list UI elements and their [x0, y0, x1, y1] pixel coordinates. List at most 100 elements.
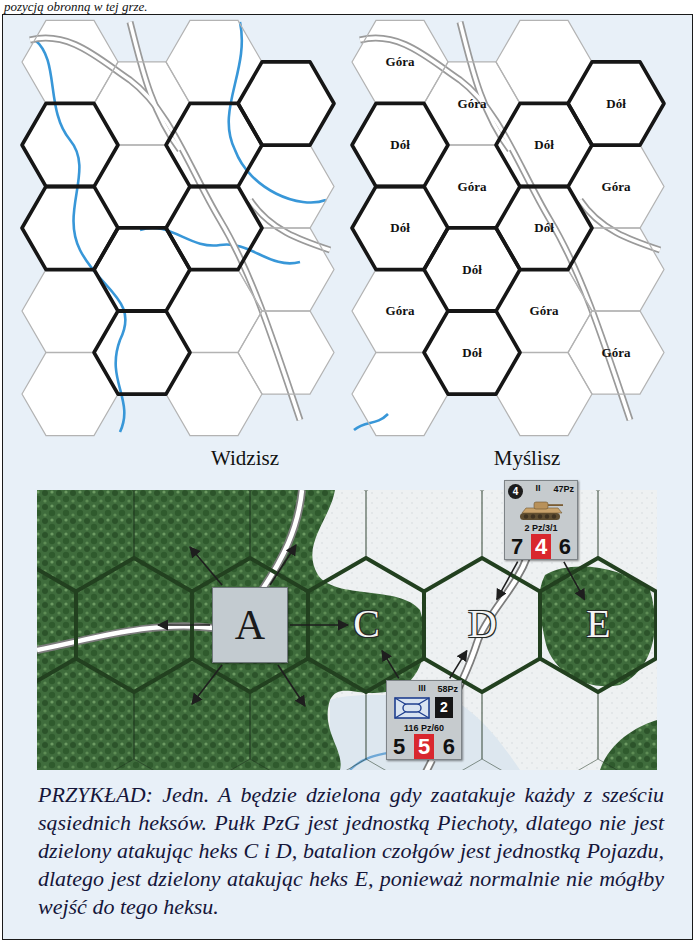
unit-parent: 116 Pz/60 — [387, 723, 461, 733]
region-outline — [22, 103, 118, 186]
map-hex — [482, 490, 598, 592]
tank-wheel — [524, 514, 528, 518]
hex-label: Góra — [386, 303, 415, 319]
hex-letter-text: D — [468, 602, 497, 646]
hex-label: Góra — [602, 345, 631, 361]
forest — [600, 720, 657, 770]
tank-wheel — [552, 514, 556, 518]
hex-label: Góra — [530, 303, 559, 319]
hex-outline — [22, 186, 118, 269]
hex-label: Dół — [462, 262, 482, 278]
hex-outline — [22, 103, 118, 186]
map-hex — [366, 490, 482, 592]
nato-frame — [395, 698, 429, 718]
region-outline — [424, 228, 520, 311]
hex-outline — [352, 103, 448, 186]
hex-outline — [94, 62, 190, 145]
defense-value: 4 — [531, 534, 551, 559]
nato-track — [403, 704, 421, 712]
hex-outline — [94, 228, 190, 311]
road-core — [360, 38, 630, 420]
unit-marker: A — [212, 587, 288, 663]
hex-outline — [568, 228, 664, 311]
hex-outline — [496, 103, 592, 186]
hex-outline — [166, 20, 262, 103]
hex-outline — [424, 145, 520, 228]
attack-arrow — [564, 562, 585, 600]
map-hex — [37, 659, 134, 771]
hex-cell — [238, 62, 334, 145]
attack-arrow — [270, 545, 296, 585]
hex-outline — [22, 269, 118, 352]
hex-letter-text: C — [353, 602, 380, 646]
hex-cell — [568, 145, 664, 228]
region-outline — [496, 186, 592, 269]
movement-value: 6 — [443, 734, 455, 759]
hex-outline — [568, 145, 664, 228]
tank-wheel — [545, 514, 549, 518]
region-outline — [352, 186, 448, 269]
road-edge — [30, 38, 300, 420]
map-hex — [250, 659, 366, 771]
hex-outline — [352, 20, 448, 103]
unit-letter: A — [213, 588, 287, 662]
tank-turret — [534, 502, 548, 509]
unit-size: III — [411, 683, 433, 693]
hex-letter: D — [466, 602, 499, 648]
hex-outline — [496, 186, 592, 269]
hex-outline — [22, 352, 118, 435]
hex-outline — [352, 186, 448, 269]
hex-label: Góra — [602, 179, 631, 195]
attack-arrow — [192, 665, 222, 704]
unit-counter: 4II47Pz2 Pz/3/1746 — [504, 480, 578, 560]
hex-outline — [238, 62, 334, 145]
map-hex — [366, 659, 482, 771]
hex-outline — [166, 269, 262, 352]
road-set — [30, 22, 330, 420]
hex-label: Góra — [458, 179, 487, 195]
attack-arrow — [158, 624, 210, 626]
hex-outline — [94, 311, 190, 394]
map-hex — [134, 659, 250, 771]
unit-size: II — [527, 483, 549, 493]
attack-arrow — [190, 547, 222, 585]
region-outline — [424, 311, 520, 394]
hex-outline — [352, 352, 448, 435]
road-edge — [37, 626, 214, 650]
tank-symbol — [518, 498, 564, 522]
defense-value: 5 — [414, 734, 434, 759]
hex-label: Dół — [390, 220, 410, 236]
road-set — [360, 22, 660, 420]
forest — [37, 490, 425, 770]
hex-outlines — [22, 20, 664, 435]
attack-arrow — [290, 624, 348, 626]
snow-lowland — [330, 690, 520, 770]
hex-outline — [238, 228, 334, 311]
region-outline — [166, 186, 262, 269]
hex-outline — [238, 145, 334, 228]
hex-fills — [22, 20, 664, 435]
hex-outline — [568, 62, 664, 145]
road-core — [30, 38, 300, 420]
attack-arrow — [278, 665, 305, 706]
step-box: 2 — [435, 697, 453, 718]
hex-outline — [424, 311, 520, 394]
grid-caption: Widzisz — [211, 446, 279, 471]
map-area — [37, 490, 657, 770]
map-hex — [250, 490, 366, 592]
region-outline — [94, 311, 190, 394]
hex-label: Dół — [390, 137, 410, 153]
attack-arrow — [450, 651, 467, 679]
panzergrenadier-symbol — [394, 697, 430, 719]
hex-outline — [22, 20, 118, 103]
tank-track — [520, 513, 560, 520]
attack-value: 5 — [393, 734, 405, 759]
hex-cell — [568, 62, 664, 145]
grid-caption: Myślisz — [494, 446, 561, 471]
map-hex — [656, 558, 657, 692]
strength-circle: 4 — [508, 484, 523, 499]
hex-cell — [238, 145, 334, 228]
region-outline — [94, 228, 190, 311]
tank-gun — [548, 504, 563, 506]
